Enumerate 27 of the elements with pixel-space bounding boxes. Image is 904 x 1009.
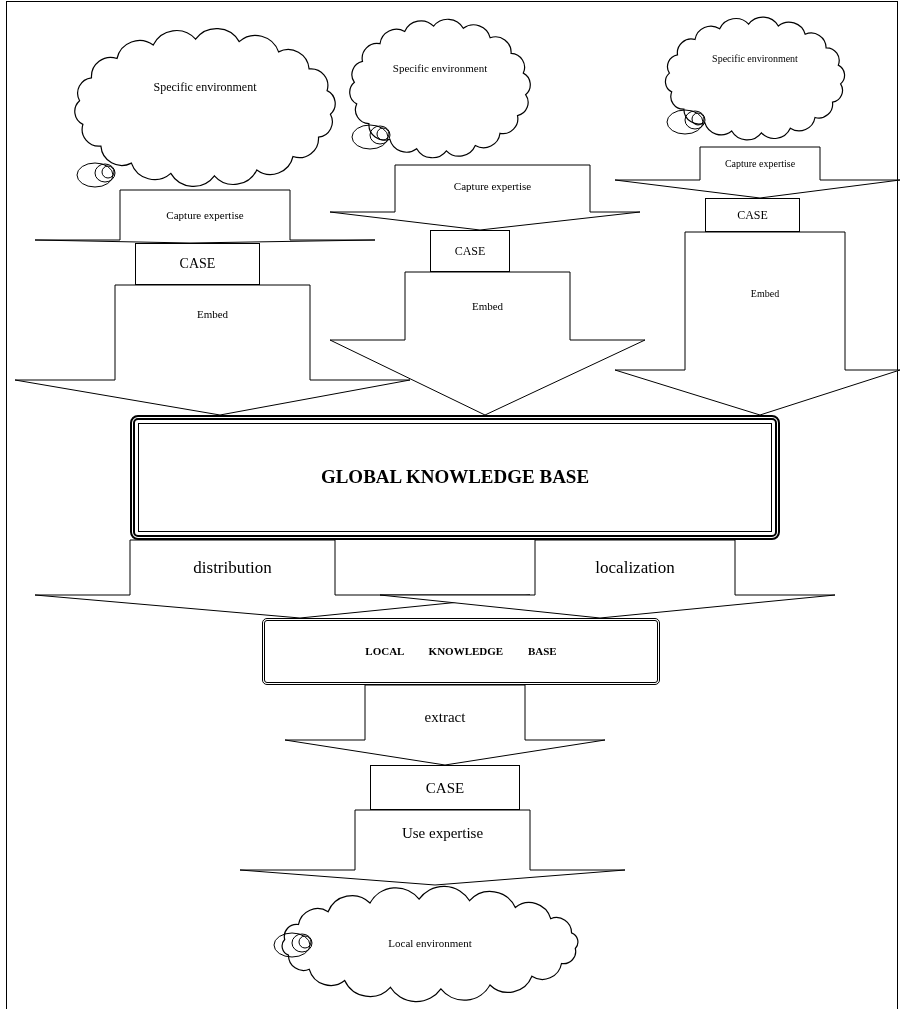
cloud-label: Specific environment [153,80,257,95]
box-label: CASE [454,243,486,259]
box-label: CASE [425,778,465,797]
cloud-label: Local environment [388,937,472,951]
edge-label: Use expertise [399,825,486,843]
edge-label: Embed [748,288,782,300]
process-box [135,243,260,285]
box-label: GLOBAL KNOWLEDGE BASE [320,466,590,489]
box-label: CASE [737,207,768,223]
block-arrow [379,539,836,619]
block-arrow [14,284,411,416]
knowledge-base-box [262,618,660,685]
block-arrow [329,271,646,416]
cloud-label: Specific environment [392,61,488,76]
block-arrow [284,684,606,766]
box-label: LOCAL KNOWLEDGE BASE [365,644,557,659]
block-arrow [614,146,901,199]
block-arrow [239,809,626,886]
block-arrow [614,231,901,416]
process-box [430,230,510,272]
knowledge-base-box [130,415,780,540]
box-label: CASE [179,255,216,273]
process-box [370,765,520,810]
block-arrow [329,164,641,231]
process-box [705,198,800,232]
cloud-label: Specific environment [712,52,798,65]
block-arrow [34,189,376,244]
